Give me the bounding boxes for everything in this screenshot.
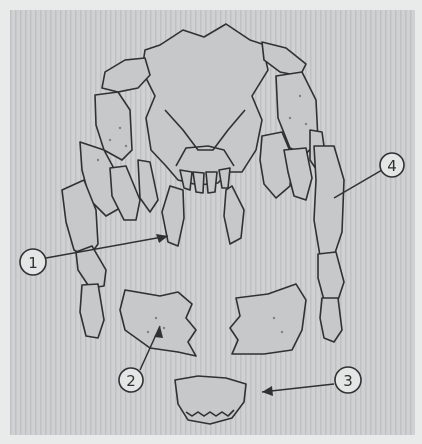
callout-number-4: 4	[387, 157, 397, 175]
callout-number-1: 1	[28, 254, 38, 272]
callout-number-2: 2	[126, 372, 136, 390]
tooth-mid-right	[206, 172, 217, 193]
leg-right-coxa	[314, 146, 344, 256]
leg-right-tibia	[320, 298, 342, 342]
head-capsule	[142, 24, 268, 185]
callout-number-3: 3	[343, 372, 353, 390]
